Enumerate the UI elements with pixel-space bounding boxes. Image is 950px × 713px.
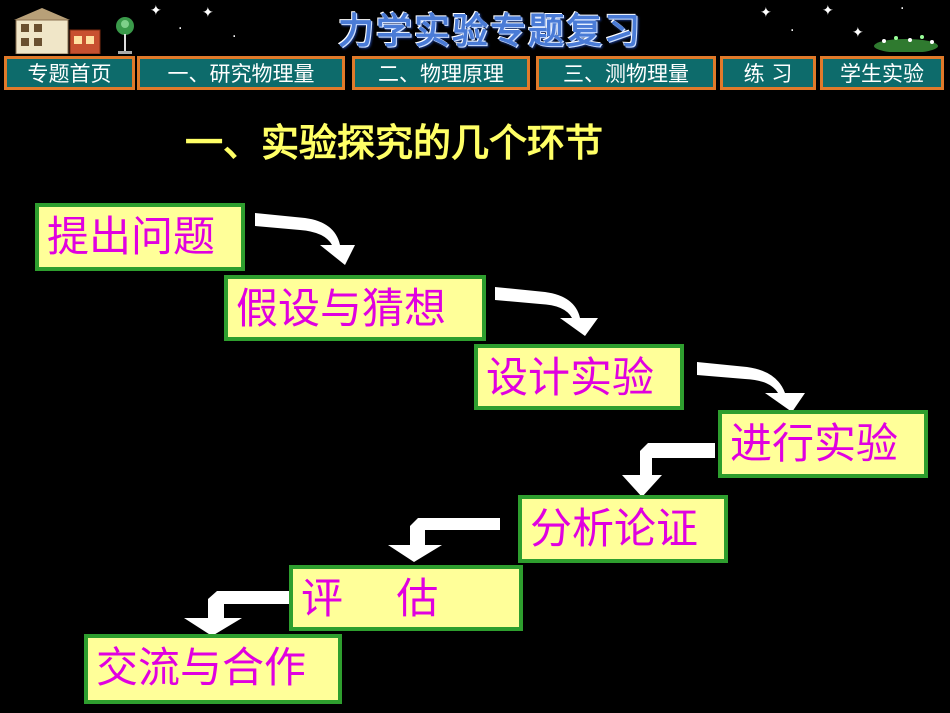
arrow-down-left-icon	[184, 591, 305, 636]
tree-icon	[116, 17, 134, 54]
arrow-down-right-icon	[495, 287, 598, 336]
star-icon: ·	[900, 1, 905, 17]
star-icon: ·	[232, 29, 237, 45]
step-box: 设计实验	[474, 344, 684, 410]
star-icon: ·	[790, 23, 795, 39]
arrow-down-right-icon	[697, 362, 805, 412]
step-box: 分析论证	[518, 495, 728, 563]
nav-exercises[interactable]: 练 习	[720, 56, 816, 90]
bush-icon	[874, 35, 938, 52]
nav-student-experiments[interactable]: 学生实验	[820, 56, 944, 90]
nav-home[interactable]: 专题首页	[4, 56, 135, 90]
step-box: 评 估	[289, 565, 523, 631]
arrow-down-left-icon	[622, 443, 715, 497]
star-icon: ✦	[822, 3, 834, 19]
star-icon: ·	[178, 21, 183, 37]
house-icon	[14, 8, 101, 54]
arrow-down-right-icon	[255, 213, 355, 265]
star-icon: ✦	[202, 5, 214, 21]
nav-measure-quantities[interactable]: 三、测物理量	[536, 56, 716, 90]
step-box: 进行实验	[718, 410, 928, 478]
step-box: 假设与猜想	[224, 275, 486, 341]
nav-physics-principles[interactable]: 二、物理原理	[352, 56, 530, 90]
step-box: 交流与合作	[84, 634, 342, 704]
arrow-down-left-icon	[388, 518, 500, 562]
page-header-title: 力学实验专题复习	[337, 10, 642, 52]
step-box: 提出问题	[35, 203, 245, 271]
star-icon: ✦	[760, 5, 772, 21]
nav-research-quantities[interactable]: 一、研究物理量	[137, 56, 345, 90]
section-title: 一、实验探究的几个环节	[185, 120, 604, 165]
star-icon: ✦	[852, 25, 864, 41]
top-nav: 专题首页 一、研究物理量 二、物理原理 三、测物理量 练 习 学生实验	[4, 56, 944, 96]
star-icon: ✦	[150, 3, 162, 19]
